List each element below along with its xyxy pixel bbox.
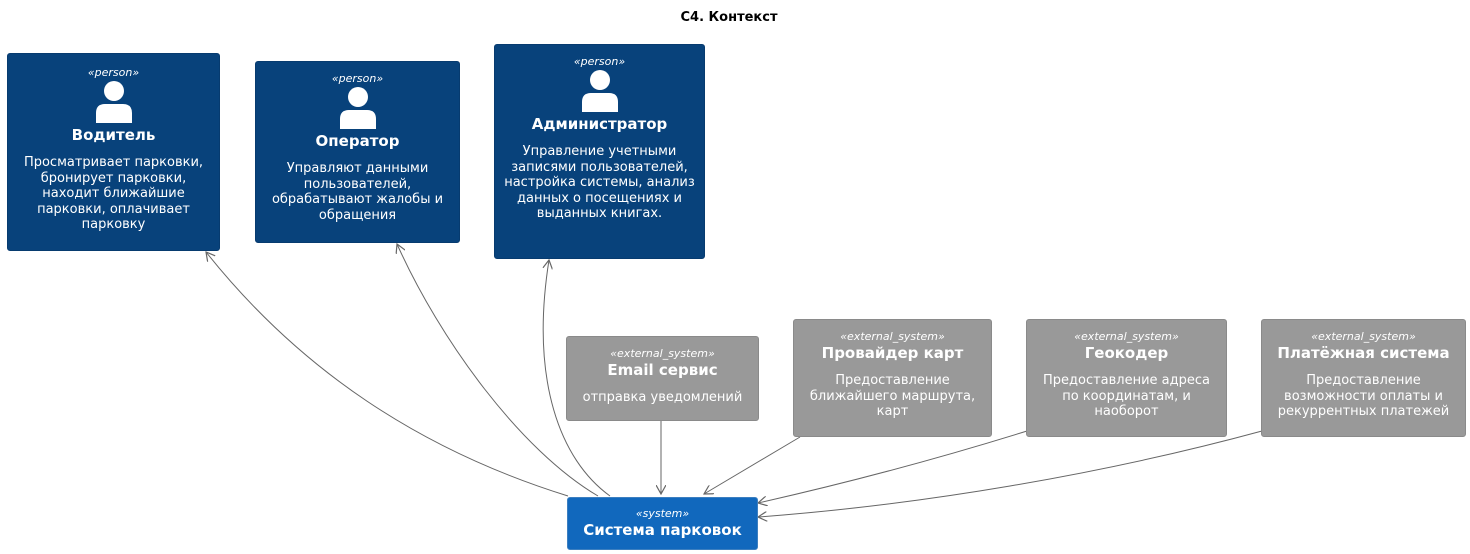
external-system-name: Email сервис — [607, 361, 718, 379]
external-system-payment[interactable]: «external_system» Платёжная система Пред… — [1261, 319, 1466, 437]
relation-maps-to-system — [704, 436, 801, 494]
stereotype-label: «person» — [331, 72, 384, 85]
relation-system-to-operator — [397, 244, 599, 497]
external-system-email[interactable]: «external_system» Email сервис отправка … — [566, 336, 759, 421]
stereotype-label: «external_system» — [840, 330, 945, 343]
person-icon — [95, 81, 132, 123]
system-parking[interactable]: «system» Система парковок — [567, 497, 758, 550]
relation-geocoder-to-system — [758, 430, 1028, 503]
external-system-maps[interactable]: «external_system» Провайдер карт Предост… — [793, 319, 992, 437]
person-name: Водитель — [71, 126, 156, 144]
external-system-description: Предоставление возможности оплаты и реку… — [1277, 373, 1450, 419]
person-description: Управление учетными записями пользовател… — [504, 144, 695, 221]
diagram-title: C4. Контекст — [680, 10, 778, 25]
person-icon — [581, 70, 618, 112]
relation-payment-to-system — [758, 430, 1263, 517]
stereotype-label: «external_system» — [610, 347, 715, 360]
stereotype-label: «external_system» — [1074, 330, 1179, 343]
person-driver[interactable]: «person» Водитель Просматривает парковки… — [7, 53, 220, 251]
external-system-description: отправка уведомлений — [582, 390, 743, 405]
stereotype-label: «person» — [87, 66, 140, 79]
person-admin[interactable]: «person» Администратор Управление учетны… — [494, 44, 705, 259]
external-system-name: Платёжная система — [1277, 344, 1450, 362]
external-system-name: Геокодер — [1084, 344, 1169, 362]
relation-system-to-admin — [543, 260, 611, 497]
system-name: Система парковок — [583, 521, 742, 539]
external-system-description: Предоставление адреса по координатам, и … — [1042, 373, 1211, 419]
person-description: Просматривает парковки, бронирует парков… — [23, 155, 204, 232]
stereotype-label: «external_system» — [1311, 330, 1416, 343]
external-system-name: Провайдер карт — [821, 344, 964, 362]
person-icon — [339, 87, 376, 129]
person-name: Администратор — [531, 115, 668, 133]
person-operator[interactable]: «person» Оператор Управляют данными поль… — [255, 61, 460, 243]
external-system-geocoder[interactable]: «external_system» Геокодер Предоставлени… — [1026, 319, 1227, 437]
stereotype-label: «person» — [573, 55, 626, 68]
relation-system-to-driver — [206, 252, 569, 497]
person-description: Управляют данными пользователей, обрабат… — [271, 161, 444, 223]
person-name: Оператор — [315, 132, 400, 150]
external-system-description: Предоставление ближайшего маршрута, карт — [809, 373, 976, 419]
stereotype-label: «system» — [635, 507, 690, 520]
